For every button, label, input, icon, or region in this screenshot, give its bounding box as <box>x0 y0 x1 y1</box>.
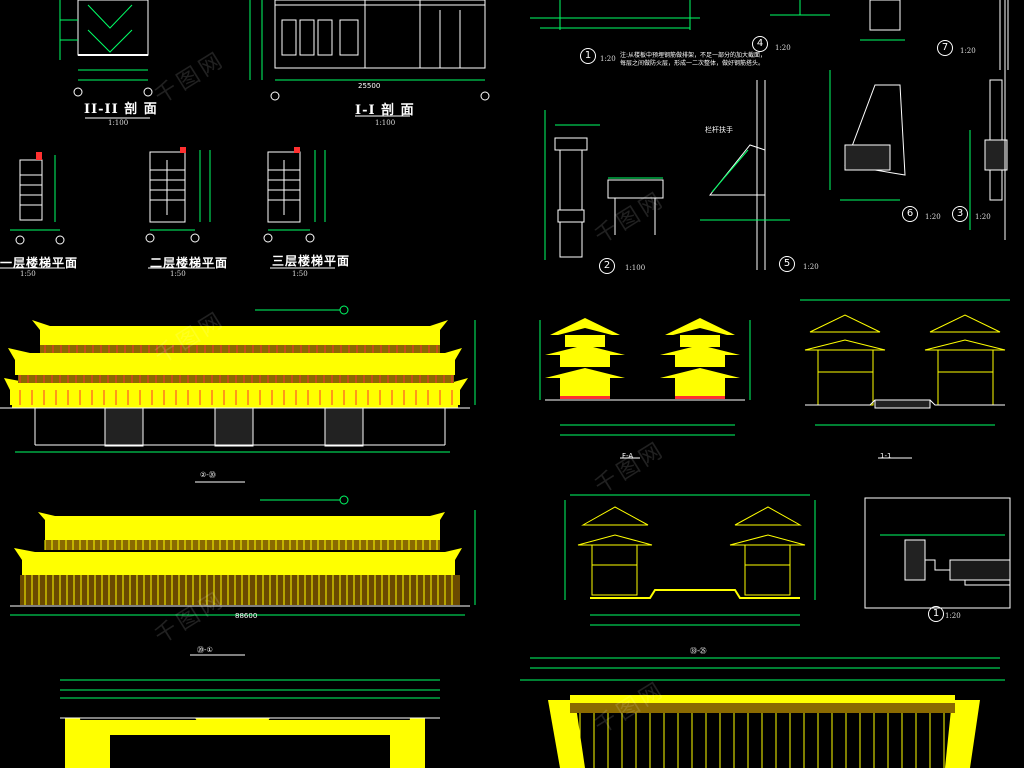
detail-marker-1: 1 <box>580 48 596 64</box>
detail-3-scale: 1:20 <box>975 213 991 221</box>
detail-6-scale: 1:20 <box>925 213 941 221</box>
elevation-b-dim: 88600 <box>235 612 258 620</box>
detail-5-scale: 1:20 <box>803 263 819 271</box>
detail-marker-5: 5 <box>779 256 795 272</box>
detail-marker-6: 6 <box>902 206 918 222</box>
stair-plan-3-scale: 1:50 <box>292 270 308 278</box>
detail-marker-3: 3 <box>952 206 968 222</box>
section-ii-title: II-II 剖 面 <box>84 102 158 117</box>
stair-plan-3-title: 三层楼梯平面 <box>272 254 351 268</box>
step-detail <box>864 497 1011 609</box>
detail-drawings <box>530 0 1009 270</box>
pavilion-section-lower <box>564 494 816 626</box>
long-plan-bottom <box>520 657 1005 768</box>
construction-note: 注:从楼板中预埋钢筋做排架，不足一部分的加大截面，每层之间做防火层，形成一二次整… <box>620 52 767 67</box>
detail-marker-4: 4 <box>752 36 768 52</box>
section-ii-drawing <box>59 0 153 119</box>
stair-plan-1-scale: 1:50 <box>20 270 36 278</box>
pavilion-section <box>800 299 1010 459</box>
stair-plan-2-title: 二层楼梯平面 <box>150 256 229 270</box>
elevation-b <box>10 495 476 656</box>
section-i-title: I-I 剖 面 <box>355 103 415 118</box>
floor-plan-bottom <box>60 679 440 768</box>
detail-marker-2: 2 <box>599 258 615 274</box>
section-i-scale: 1:100 <box>375 119 396 127</box>
detail-marker-8: 1 <box>928 606 944 622</box>
pavilion-section-label: 1-1 <box>880 452 892 460</box>
dim-total: 25500 <box>358 82 381 90</box>
detail-1-scale: 1:20 <box>600 55 616 63</box>
detail-2-scale: 1:100 <box>625 264 646 272</box>
detail-8-scale: 1:20 <box>945 612 961 620</box>
elevation-a-label: ②-⑳ <box>200 471 216 479</box>
elevation-a <box>0 305 476 483</box>
detail-4-scale: 1:20 <box>775 44 791 52</box>
stair-plan-2-scale: 1:50 <box>170 270 186 278</box>
stair-plan-1-title: 一层楼梯平面 <box>0 256 79 270</box>
stair-plans <box>0 147 335 269</box>
long-plan-label: ㉝-㉕ <box>690 647 707 655</box>
pavilion-elevation <box>539 318 751 459</box>
section-ii-scale: 1:100 <box>108 119 129 127</box>
section-i-drawing <box>249 0 490 117</box>
elevation-b-label: ⑳-① <box>197 646 213 654</box>
railing-label: 栏杆扶手 <box>705 126 733 134</box>
pavilion-elevation-label: F-A <box>622 452 634 460</box>
detail-7-scale: 1:20 <box>960 47 976 55</box>
detail-marker-7: 7 <box>937 40 953 56</box>
